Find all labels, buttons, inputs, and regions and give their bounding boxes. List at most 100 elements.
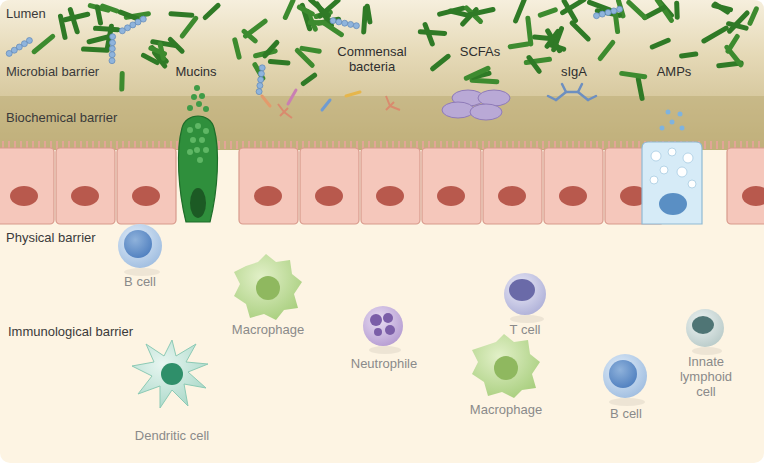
bacterium <box>302 48 319 51</box>
cell-nucleus <box>10 186 38 206</box>
coccus-chain <box>336 19 342 25</box>
coccus-chain <box>330 18 336 24</box>
cell-nucleus <box>559 186 587 206</box>
bacterium <box>704 28 726 41</box>
epithelial-cell <box>422 148 481 224</box>
bacterium <box>540 10 555 15</box>
cell-nucleus <box>132 186 160 206</box>
epithelial-cell <box>56 148 115 224</box>
bacterium <box>160 44 163 58</box>
cell-label: Macrophage <box>470 402 542 417</box>
epithelial-cell <box>361 148 420 224</box>
cell-nucleus <box>71 186 99 206</box>
bacterium <box>727 47 741 65</box>
bacterium <box>299 7 312 14</box>
cell-nucleus <box>498 186 526 206</box>
bacterium <box>96 28 118 30</box>
cell-label: Macrophage <box>232 322 304 337</box>
cell-nucleus <box>437 186 465 206</box>
region-label: Microbial barrier <box>6 64 99 79</box>
component-label: Mucins <box>175 64 216 79</box>
epithelial-cell <box>483 148 542 224</box>
bacterium <box>615 14 617 31</box>
coccus-chain <box>353 23 359 29</box>
bacterium <box>682 54 696 56</box>
bacterium <box>535 37 550 39</box>
component-label: SCFAs <box>460 44 500 59</box>
coccus-chain <box>258 71 264 77</box>
component-label: sIgA <box>561 64 587 79</box>
bacterium <box>235 40 239 57</box>
epithelial-cell <box>117 148 176 224</box>
bacterium <box>119 74 124 90</box>
cell-nucleus <box>315 186 343 206</box>
region-label: Immunological barrier <box>8 324 133 339</box>
bacterium <box>674 3 680 17</box>
bacterium <box>466 68 488 78</box>
bacterium <box>97 7 100 23</box>
cell-label: Innate lymphoid cell <box>676 354 736 399</box>
bacterium <box>468 10 493 16</box>
cell-label: T cell <box>510 322 541 337</box>
coccus-chain <box>605 10 611 16</box>
bacterium <box>244 31 255 41</box>
coccus-chain <box>109 58 115 64</box>
epithelial-cell <box>239 148 298 224</box>
bacterium <box>472 80 497 82</box>
bacterium <box>205 5 218 17</box>
bacterium <box>629 2 645 17</box>
bacterium <box>70 10 77 32</box>
coccus-chain <box>256 89 262 95</box>
region-label: Biochemical barrier <box>6 110 117 125</box>
bacterium <box>34 36 53 51</box>
coccus-chain <box>259 65 265 71</box>
bacterium <box>182 18 196 36</box>
bacterium <box>516 0 525 21</box>
coccus-chain <box>110 40 116 46</box>
coccus-chain <box>599 11 605 17</box>
coccus-chain <box>348 21 354 27</box>
bacterium <box>554 29 562 50</box>
bacterium <box>270 62 288 64</box>
bacterium <box>450 11 467 15</box>
bacterium <box>528 18 531 44</box>
bacterium <box>265 43 277 56</box>
coccus-chain <box>110 34 116 40</box>
bacterium <box>65 14 88 19</box>
epithelial-cell <box>727 148 764 224</box>
bacterium <box>144 55 158 62</box>
bacterium <box>420 32 444 34</box>
component-label: Commensal bacteria <box>332 44 412 74</box>
bacterium <box>600 43 613 59</box>
bacterium <box>285 0 293 17</box>
epithelial-cell <box>300 148 359 224</box>
coccus-chain <box>594 13 600 19</box>
bacterium <box>652 40 668 47</box>
coccus-chain <box>617 6 623 12</box>
cell-nucleus <box>254 186 282 206</box>
bacterium <box>303 75 314 83</box>
component-label: AMPs <box>657 64 692 79</box>
coccus-chain <box>258 77 264 83</box>
bacterium <box>171 14 192 16</box>
bacterium <box>590 2 610 9</box>
cell-label: B cell <box>610 406 642 421</box>
coccus-chain <box>611 8 617 14</box>
bacterium <box>730 13 748 31</box>
bacterium <box>529 58 539 72</box>
bacterium <box>297 50 312 65</box>
bacterium <box>622 73 645 76</box>
coccus-chain <box>342 20 348 26</box>
bacterium <box>645 8 664 18</box>
bacterium <box>433 56 449 69</box>
region-label: Physical barrier <box>6 230 96 245</box>
coccus-chain <box>257 83 263 89</box>
cell-label: Dendritic cell <box>135 428 209 443</box>
cell-nucleus <box>376 186 404 206</box>
bacterium <box>638 79 642 99</box>
bacterium <box>120 12 137 19</box>
cell-label: Neutrophile <box>351 356 418 371</box>
bacterium <box>572 23 588 39</box>
bacterium <box>364 8 366 32</box>
coccus-chain <box>119 28 125 34</box>
